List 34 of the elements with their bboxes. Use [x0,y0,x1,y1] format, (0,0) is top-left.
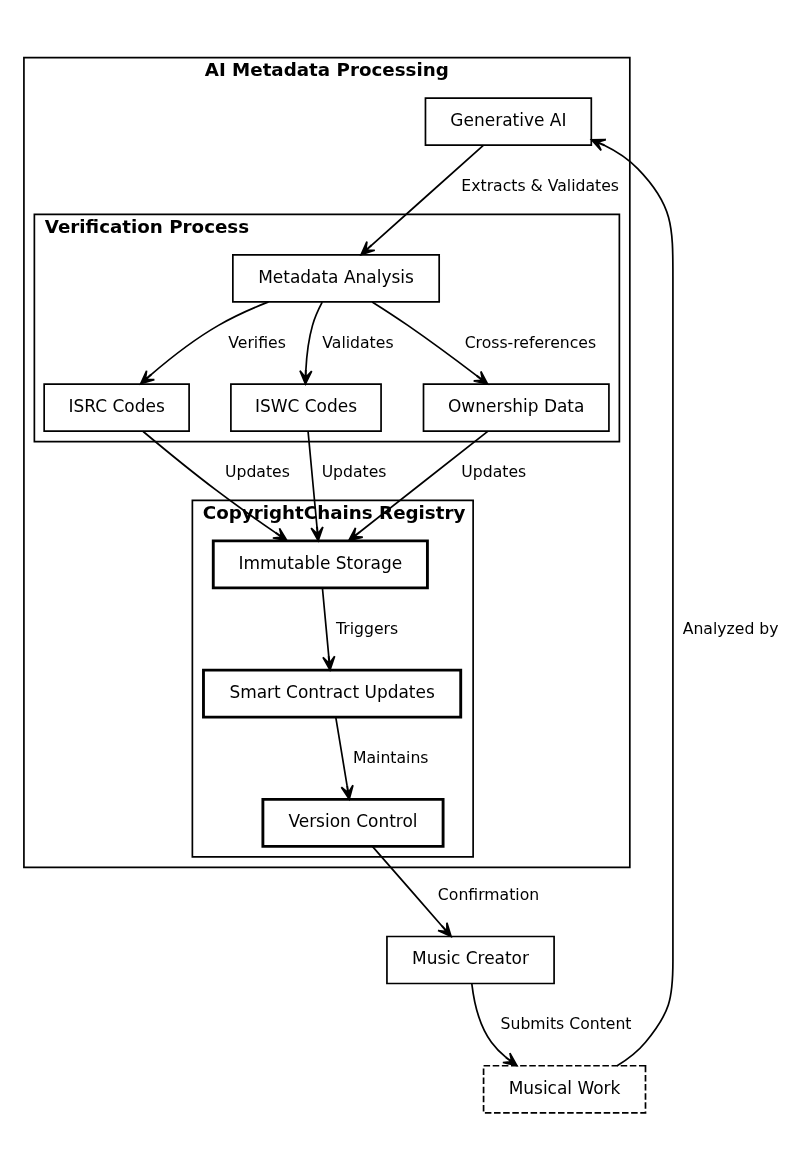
arrow [142,430,288,542]
edge-label: Triggers [336,618,399,638]
edge-label: Validates [322,332,394,352]
node-box: Metadata Analysis [232,254,441,303]
arrow [334,716,354,800]
edge-label: Verifies [228,332,286,352]
arrow [348,430,489,542]
node-box: ISRC Codes [43,383,190,432]
node-box: Smart Contract Updates [202,668,463,719]
edge-label: Cross-references [464,332,597,352]
node-box: Music Creator [386,935,555,985]
arrow [139,301,270,385]
arrow [470,983,518,1067]
node-box: Musical Work [482,1064,647,1114]
node-box: ISWC Codes [230,383,382,432]
edge-label: Maintains [352,747,429,767]
edge-label: Analyzed by [682,618,779,638]
node-box: Ownership Data [422,383,610,432]
edge-label: Updates [225,461,290,481]
arrow [360,144,485,256]
arrow [321,587,336,671]
node-box: Generative AI [424,97,593,146]
arrow [299,301,324,385]
edge-label: Updates [461,461,527,481]
edge-label: Submits Content [500,1014,632,1034]
edge-label: Extracts & Validates [461,175,620,195]
node-box: Version Control [261,797,445,848]
arrow [371,845,452,938]
arrow [307,430,324,542]
node-box: Immutable Storage [211,539,429,590]
edge-label: Confirmation [437,885,540,905]
edge-label: Updates [321,461,387,481]
arrow [371,301,489,385]
arrow [590,138,674,1067]
